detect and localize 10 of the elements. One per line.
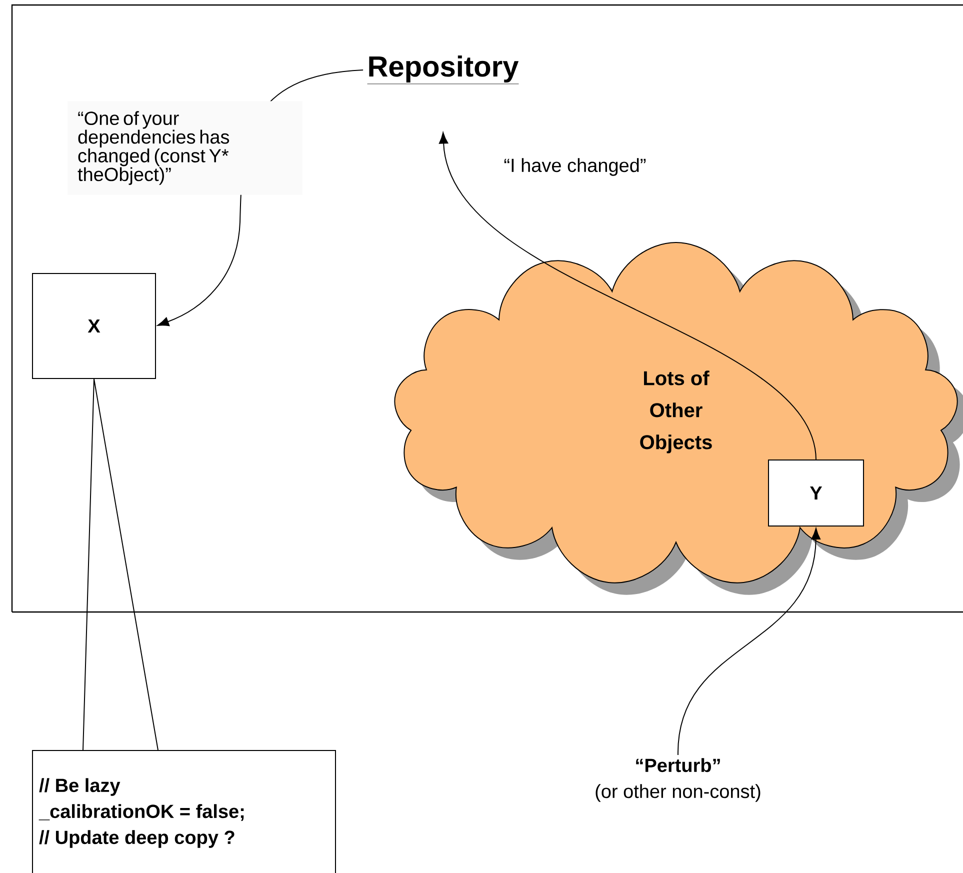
heading: Repository bbox=[367, 55, 519, 84]
callout-box: // Be lazy _calibrationOK = false; // Update deep copy ? bbox=[32, 750, 336, 873]
edge-label: “I have changed” bbox=[502, 156, 648, 178]
object-box: Y bbox=[768, 460, 864, 526]
annotation-text: “Perturb” (or other non-const) bbox=[596, 758, 760, 802]
object-box: X bbox=[32, 273, 156, 379]
curved-arrow bbox=[678, 528, 821, 756]
callout-pointer bbox=[82, 378, 158, 750]
edge-label: “One of your dependencies has changed (const Y* theObject)” bbox=[68, 101, 302, 195]
curved-arrow bbox=[438, 132, 816, 460]
